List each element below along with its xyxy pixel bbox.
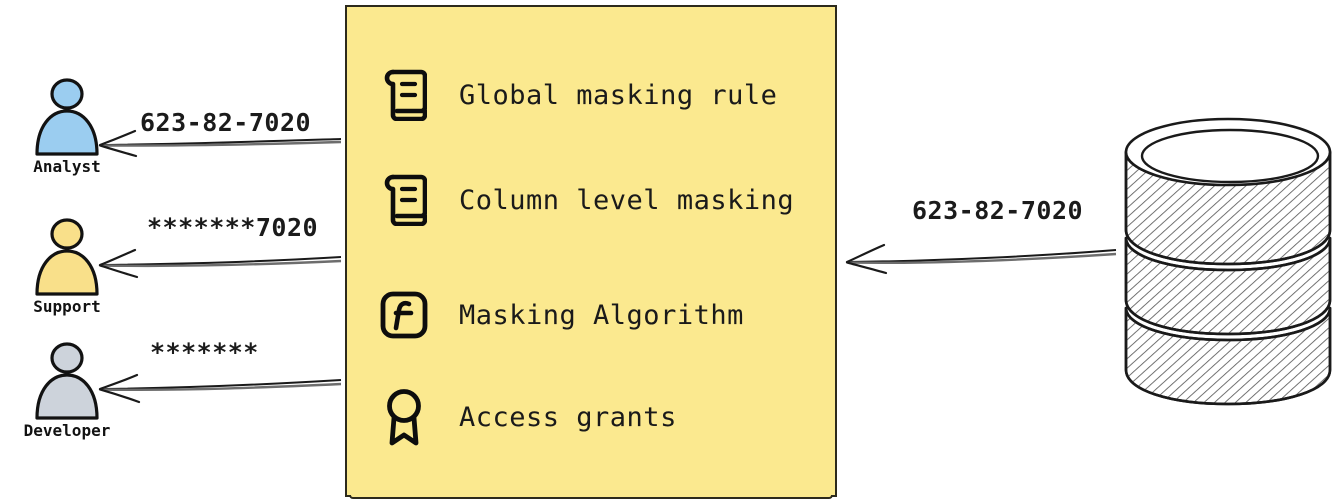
policy-item-column-level-masking[interactable]: Column level masking bbox=[377, 170, 794, 230]
scroll-icon bbox=[377, 171, 431, 229]
policy-panel: Global masking rule Column level masking bbox=[345, 5, 837, 499]
policy-item-label: Access grants bbox=[459, 401, 677, 433]
policy-item-masking-algorithm[interactable]: Masking Algorithm bbox=[377, 285, 744, 345]
arrow-left-icon bbox=[98, 129, 342, 158]
actor-label: Developer bbox=[23, 421, 111, 440]
policy-item-label: Column level masking bbox=[459, 184, 795, 216]
flow-label-analyst: 623-82-7020 bbox=[140, 108, 312, 137]
person-icon bbox=[35, 218, 99, 296]
database-cylinder-icon[interactable] bbox=[1118, 112, 1340, 412]
flow-label-developer: ******* bbox=[150, 338, 259, 367]
actor-support[interactable]: Support bbox=[8, 218, 126, 316]
person-icon bbox=[35, 342, 99, 420]
award-icon bbox=[377, 388, 431, 446]
policy-item-access-grants[interactable]: Access grants bbox=[377, 387, 677, 447]
person-icon bbox=[35, 78, 99, 156]
function-icon bbox=[377, 286, 431, 344]
flow-label-source: 623-82-7020 bbox=[912, 196, 1084, 225]
arrow-left-icon bbox=[845, 243, 1117, 275]
actor-label: Analyst bbox=[33, 157, 101, 176]
scroll-icon bbox=[377, 66, 431, 124]
arrow-left-icon bbox=[98, 248, 342, 279]
policy-item-global-masking-rule[interactable]: Global masking rule bbox=[377, 65, 777, 125]
flow-label-support: *******7020 bbox=[147, 213, 319, 242]
policy-item-label: Global masking rule bbox=[459, 79, 778, 111]
arrow-left-icon bbox=[98, 373, 342, 404]
actor-analyst[interactable]: Analyst bbox=[8, 78, 126, 176]
policy-item-label: Masking Algorithm bbox=[459, 299, 744, 331]
actor-label: Support bbox=[33, 297, 101, 316]
actor-developer[interactable]: Developer bbox=[8, 342, 126, 440]
